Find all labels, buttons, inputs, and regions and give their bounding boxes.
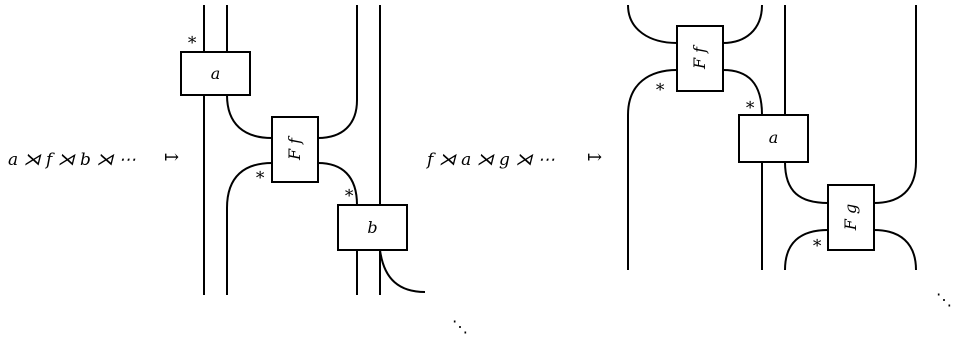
- left-star-Ff: ∗: [254, 165, 266, 185]
- right-maps-to-arrow: ↦: [587, 147, 602, 168]
- left-wire-4: [317, 5, 358, 295]
- left-box-a-label: a: [211, 64, 221, 83]
- right-wire-2: [722, 4, 763, 270]
- right-wire-1: [627, 4, 678, 270]
- right-wire-6: [873, 229, 917, 271]
- right-diagram: f ⋊ a ⋊ g ⋊ ⋯ ↦ F f a F g ∗ ∗ ∗ ⋱: [425, 4, 952, 309]
- left-diagram: a ⋊ f ⋊ b ⋊ ⋯ ↦ a F f b ∗ ∗ ∗ ⋱: [8, 5, 468, 336]
- right-box-Fg: [827, 184, 875, 251]
- right-wire-5: [784, 229, 829, 271]
- right-expression: f ⋊ a ⋊ g ⋊ ⋯: [425, 150, 555, 170]
- right-star-Ff: ∗: [654, 77, 666, 97]
- right-box-Fg-label: F g: [841, 204, 860, 231]
- left-box-Ff: [271, 116, 319, 183]
- left-box-b: [337, 204, 408, 251]
- right-wire-4: [873, 5, 917, 204]
- right-box-a: [738, 114, 809, 163]
- left-box-b-label: b: [367, 218, 377, 237]
- left-box-a: [180, 51, 251, 96]
- left-maps-to-arrow: ↦: [164, 147, 179, 168]
- right-star-a: ∗: [744, 95, 756, 115]
- left-expression: a ⋊ f ⋊ b ⋊ ⋯: [8, 150, 136, 170]
- right-box-Ff: [676, 25, 724, 92]
- left-wire-5: [379, 249, 426, 293]
- left-box-Ff-label: F f: [285, 135, 304, 161]
- left-star-a: ∗: [186, 30, 198, 50]
- right-continuation-dots: ⋱: [936, 290, 952, 309]
- right-box-a-label: a: [769, 128, 779, 147]
- left-wire-2: [226, 5, 273, 295]
- left-continuation-dots: ⋱: [452, 317, 468, 336]
- left-star-b: ∗: [343, 183, 355, 203]
- right-wire-3: [784, 5, 829, 204]
- right-box-Ff-label: F f: [690, 44, 709, 70]
- right-star-Fg: ∗: [811, 233, 823, 253]
